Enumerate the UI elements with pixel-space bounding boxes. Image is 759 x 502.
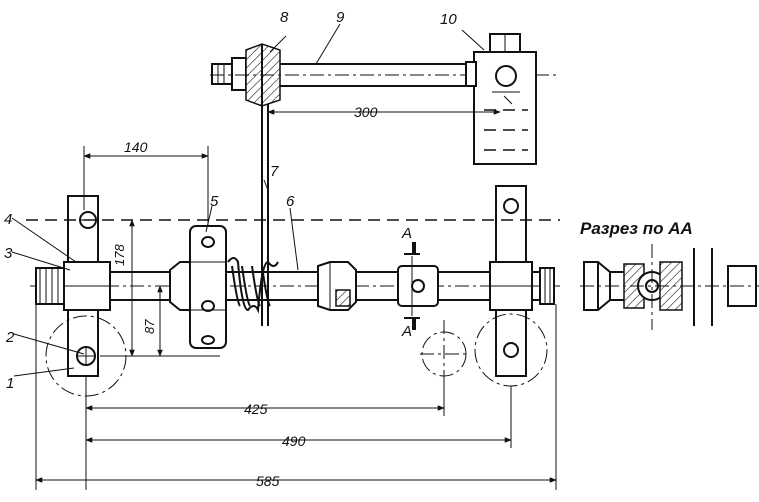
dim-425: 425	[244, 401, 268, 417]
dim-490: 490	[282, 433, 306, 449]
dim-140: 140	[124, 139, 148, 155]
spring	[227, 257, 279, 314]
callout-9: 9	[336, 9, 345, 26]
left-lever	[45, 195, 127, 397]
main-shaft	[30, 267, 560, 305]
callout-8: 8	[280, 9, 289, 26]
right-lever	[474, 185, 555, 387]
leader-lines	[11, 23, 485, 377]
spool-5	[169, 225, 227, 349]
section-title: Разрез по АА	[580, 219, 693, 238]
section-aa	[580, 244, 759, 330]
callout-4: 4	[4, 211, 12, 228]
dimension-lines	[35, 109, 557, 490]
dim-178: 178	[112, 244, 127, 266]
dim-300: 300	[354, 104, 378, 120]
callout-2: 2	[5, 329, 15, 346]
section-mark-top: А	[401, 225, 412, 242]
section-mark-bottom: А	[401, 323, 412, 340]
top-assembly	[210, 33, 560, 165]
callout-6: 6	[286, 193, 295, 210]
callout-10: 10	[440, 11, 457, 28]
callout-1: 1	[6, 375, 14, 392]
callout-5: 5	[210, 193, 219, 210]
dim-87: 87	[142, 319, 157, 334]
coupling-6	[317, 261, 357, 311]
callout-7: 7	[270, 163, 279, 180]
callout-3: 3	[4, 245, 13, 262]
dim-585: 585	[256, 473, 280, 489]
rod-7	[261, 104, 269, 326]
joint-a	[397, 242, 439, 330]
